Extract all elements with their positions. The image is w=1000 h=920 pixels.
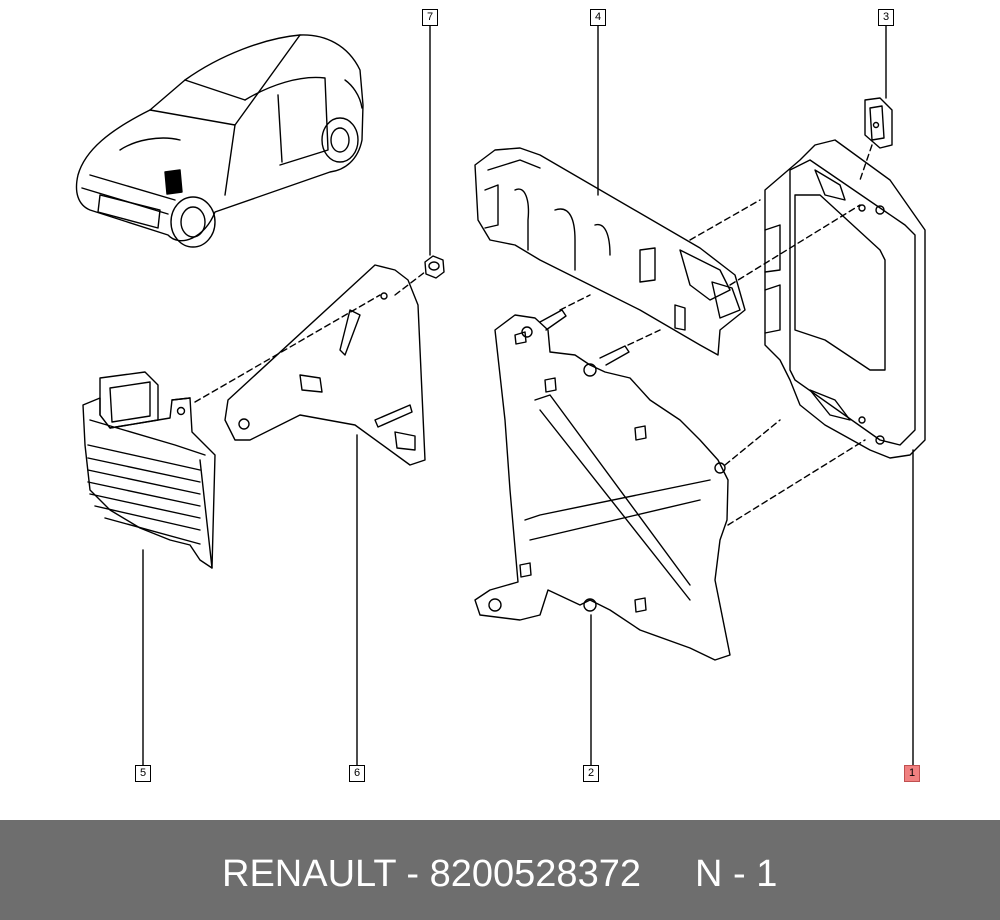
callout-6: 6 [349,765,365,782]
reference-label: N - 1 [695,853,778,895]
callout-1-highlighted: 1 [904,765,920,782]
callout-4: 4 [590,9,606,26]
callout-5: 5 [135,765,151,782]
part-4-upper-bracket [474,25,861,356]
exploded-parts-diagram [75,25,926,767]
footer-bar: RENAULT - 8200528372 N - 1 [0,820,1000,920]
part-6-bracket-plate [224,264,426,767]
callout-7: 7 [422,9,438,26]
part-5-relay-module [82,294,381,767]
part-3-clip [859,25,893,181]
callout-3: 3 [878,9,894,26]
callout-2: 2 [583,765,599,782]
part-2-mounting-frame [474,294,866,767]
car-illustration [75,34,364,248]
part-1-ecu-module [764,139,926,767]
part-7-nut [424,25,445,279]
part-number-label: RENAULT - 8200528372 [222,853,641,895]
